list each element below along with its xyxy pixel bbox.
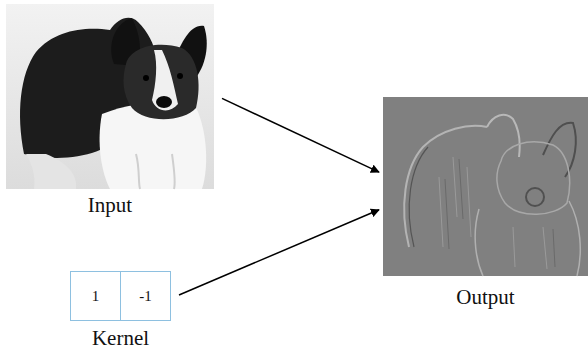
dog-face-blaze — [152, 50, 178, 110]
edge-trace — [487, 115, 520, 157]
kernel-box: Kernel1-1 — [70, 271, 171, 321]
caption-slot: Output — [343, 285, 588, 309]
dog-fur-strands — [136, 154, 175, 189]
dog-eye — [143, 75, 149, 81]
caption-slot: Kernel — [30, 326, 211, 349]
input-photo — [6, 4, 214, 189]
caption-slot: Input — [0, 193, 254, 217]
output-image — [383, 97, 588, 276]
arrow-connector — [179, 210, 379, 295]
output-background — [383, 97, 588, 276]
edge-trace — [475, 201, 580, 276]
caption: Output — [456, 285, 514, 309]
caption: Kernel — [92, 326, 149, 349]
edge-trace — [526, 188, 544, 206]
dog-nose — [156, 96, 172, 108]
output-image: Output — [383, 97, 588, 276]
input-image: Input — [6, 4, 214, 189]
edge-trace — [497, 142, 570, 214]
fur-texture — [445, 159, 555, 267]
caption: Input — [88, 193, 132, 217]
dog-hind-fur — [26, 154, 76, 189]
arrow-connector — [222, 98, 379, 172]
fur-texture — [439, 157, 547, 269]
kernel-cell: 1 — [70, 271, 121, 321]
kernel-value: 1 — [92, 287, 100, 305]
kernel-cell: -1 — [120, 271, 171, 321]
edge-trace — [409, 147, 428, 247]
dog-eye — [177, 73, 183, 79]
dog-head — [124, 45, 199, 119]
photo-background — [6, 4, 214, 189]
kernel-value: -1 — [139, 287, 152, 305]
